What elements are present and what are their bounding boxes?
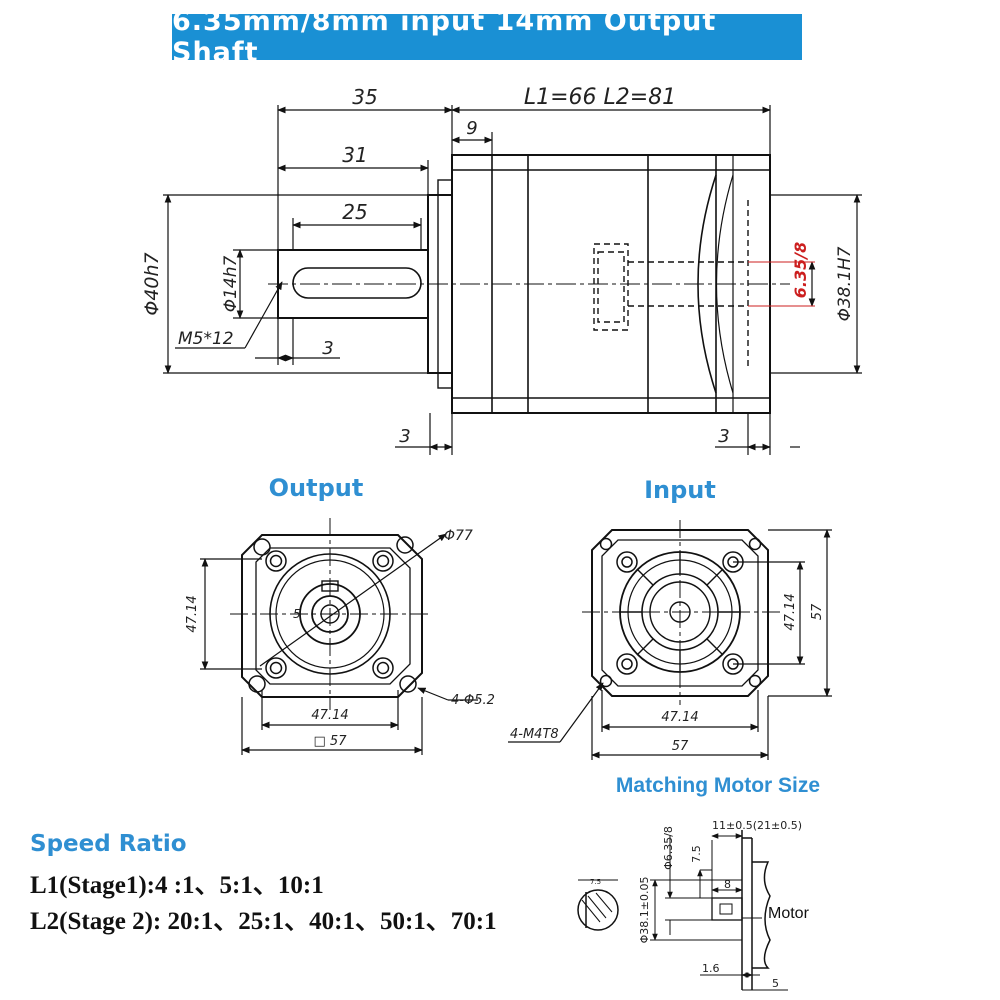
speed-ratio-l2: L2(Stage 2): 20:1、25:1、40:1、50:1、70:1 [30,908,497,935]
dim-m4: 4-M4T8 [510,727,559,742]
speed-ratio-l1: L1(Stage1):4 :1、5:1、10:1 [30,872,324,899]
side-view [163,105,862,455]
dim-9: 9 [466,118,477,139]
motor-shaft [711,897,743,921]
dim-25: 25 [342,200,367,224]
input-view [508,520,832,760]
dim-57-v-in: 57 [810,603,825,620]
speed-ratio-title: Speed Ratio [30,831,187,857]
dim-57-h-in: 57 [672,739,689,754]
dim-m5: M5*12 [178,329,234,349]
dim-47-v-out: 47.14 [185,595,200,632]
input-view-labels: 47.14 57 47.14 57 4-M4T8 [510,593,825,754]
dim-57-out: □ 57 [314,734,348,749]
motor-shaft-section [577,889,619,931]
dim-3-input: 3 [718,426,729,447]
dim-motor-75: 7.5 [690,845,703,863]
shaft-keyway [292,267,422,299]
dim-key: 5 [293,607,301,621]
motor-labels: 11±0.5(21±0.5) Φ6.35/8 7.5 8 Φ38.1±0.05 … [590,819,810,990]
motor-body [752,861,771,969]
dim-motor-shaft: Φ6.35/8 [662,826,675,870]
dim-motor-top: 11±0.5(21±0.5) [712,819,802,832]
dim-holes: 4-Φ5.2 [451,693,495,708]
dim-47-h-in: 47.14 [661,710,698,725]
output-view-labels: Φ77 47.14 47.14 □ 57 4-Φ5.2 5 [185,528,495,749]
dim-d77: Φ77 [444,528,473,544]
input-square-flange [591,529,769,697]
dim-d40: Φ40h7 [141,252,163,315]
motor-label: Motor [768,905,810,922]
output-view-title: Output [269,474,364,502]
motor-section-title: Matching Motor Size [616,774,820,797]
input-view-title: Input [644,476,716,504]
dim-31: 31 [342,143,367,167]
dim-motor-381: Φ38.1±0.05 [638,877,651,944]
side-view-labels: 35 L1=66 L2=81 9 31 25 Φ40h7 Φ14h7 M5*12… [141,85,855,447]
dim-3-flange: 3 [399,426,410,447]
dim-motor-tiny: 7.5 [590,878,601,886]
output-square-flange [241,534,423,698]
dim-input-bore: 6.35/8 [791,242,810,298]
dim-35: 35 [352,85,377,109]
dim-motor-16: 1.6 [702,962,720,975]
dim-47-v-in: 47.14 [783,593,798,630]
motor-drawing [577,830,788,991]
dim-length: L1=66 L2=81 [524,85,676,110]
dim-d38: Φ38.1H7 [835,246,855,321]
output-view [200,518,478,755]
dim-3-shaft: 3 [322,338,333,359]
dim-motor-5: 5 [772,977,779,990]
dim-d14: Φ14h7 [221,256,241,313]
dim-motor-8: 8 [724,878,731,891]
dim-47-h-out: 47.14 [311,708,348,723]
